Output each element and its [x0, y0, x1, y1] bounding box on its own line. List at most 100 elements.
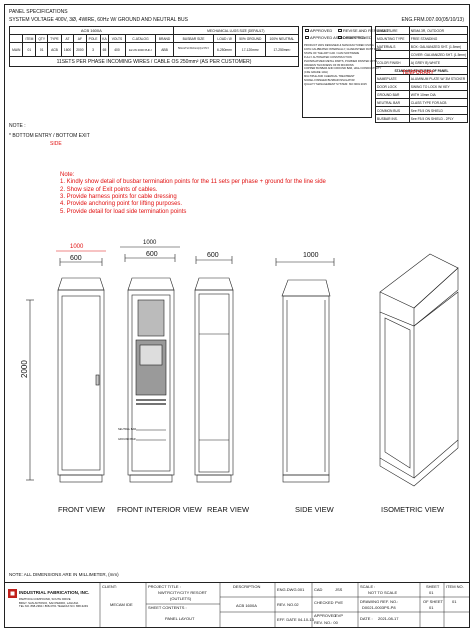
checked-value: PVE: [335, 600, 344, 605]
project-title-2: (OUTLETS): [170, 596, 192, 601]
note-item: 2. Show size of Exit points of cables.: [60, 186, 158, 193]
company-address: PAMTOOA COMPOUND, SOUTH DRIVE BRGY. SAN …: [19, 597, 88, 609]
eng-dwg: ENG.DWG.001: [277, 587, 305, 592]
address-line: PAMTOOA COMPOUND, SOUTH DRIVE: [19, 597, 71, 601]
project-title-label: PROJECT TITLE :: [148, 584, 181, 589]
address-line: BRGY. SAN ANTONIO, SAN PEDRO, LAGUNA: [19, 600, 79, 605]
temporary-stamp: TEMPORARY: [402, 70, 434, 76]
approval-block: [302, 26, 372, 118]
isometric-drawing: [379, 253, 459, 487]
front-view-drawing: [56, 250, 106, 483]
side-view-drawing: [275, 258, 335, 483]
sheet-label: SHEET: [426, 584, 440, 589]
front-width: 600: [70, 255, 82, 262]
notes-block: Note: 1. Kindly show detail of busbar te…: [60, 172, 326, 216]
front-interior-drawing: [120, 246, 180, 483]
rear-width: 600: [207, 252, 219, 259]
notes-heading: Note:: [60, 172, 75, 178]
spec-data-row: MAIN 01 01 ACB 1600 2000 3 65 400 E2.2N …: [8, 42, 300, 57]
ground-bar-label: GROUND BAR: [118, 438, 136, 441]
system-voltage: SYSTEM VOLTAGE 400V, 3Ø, 4WIRE, 60Hz W/ …: [9, 17, 188, 23]
of-sheet-value: 01: [429, 605, 434, 610]
sheet-contents: PANEL LAYOUT: [165, 616, 195, 621]
client-label: CLIENT:: [102, 584, 117, 589]
note-item: 4. Provide anchoring point for lifting p…: [60, 201, 183, 208]
approved-as-corrected-checkbox[interactable]: APPROVED AS CORRECTED: [305, 35, 365, 41]
item-no-value: 01: [452, 599, 457, 604]
drawing-ref-value: D0021-0003PS-P8: [362, 605, 396, 610]
note-label: NOTE :: [9, 123, 26, 129]
front-interior-view-label: FRONT INTERIOR VIEW: [117, 505, 202, 514]
cell-volts: 400: [108, 42, 126, 57]
approval-note: (CFE GRADE 1/2H): [304, 71, 328, 75]
date-label: DATE :: [360, 616, 373, 621]
approval-note: FULLY AUTOMATED CONSTRUCTION: [304, 55, 352, 59]
approval-note: STATE OF THE ART CAD / CAM SOFTWARE: [304, 51, 360, 55]
rev-value: REV. NO.: 00: [314, 620, 338, 625]
scale-label: SCALE :: [360, 584, 376, 589]
approval-notes: PRODUCT WAS DESIGNED & MANUFACTURED USIN…: [304, 44, 381, 87]
units-note: NOTE: ALL DIMENSIONS ARE IN MILLIMETER, …: [9, 572, 119, 577]
eff-date: EFF. DATE 04-10-13: [277, 617, 314, 622]
address-line: TEL NO. 868-2994 / 868-3701 TELEFAX NO. …: [19, 604, 88, 609]
approval-note: MULTIPLE AND CHEMICAL TREATMENT: [304, 75, 355, 79]
checked-label: CHECKED: [314, 600, 334, 605]
title-block: [4, 582, 470, 628]
enc-val: See F5.5 ON SHIELD - 2PLY: [408, 114, 469, 123]
side-view-label: SIDE VIEW: [295, 505, 334, 514]
revise-resubmit-label: REVISE AND RESUBMIT: [343, 28, 389, 33]
note-item: 5. Provide detail for load side terminat…: [60, 208, 187, 215]
side-note: SIDE: [50, 141, 62, 147]
isometric-view-label: ISOMETRIC VIEW: [381, 505, 444, 514]
project-title-1: NWTRCITY/CITY RESORT: [158, 590, 207, 595]
front-view-label: FRONT VIEW: [58, 505, 105, 514]
entry-note: * BOTTOM ENTRY / BOTTOM EXIT: [9, 133, 90, 139]
disapproved-checkbox[interactable]: DISAPPROVED: [338, 35, 372, 41]
form-number: ENG.FRM.007.00(05/10/13): [401, 17, 464, 23]
of-sheet-label: OF SHEET: [423, 599, 444, 604]
sheet-contents-label: SHEET CONTENTS :: [148, 605, 187, 610]
interior-width: 600: [146, 251, 158, 258]
description-label: DESCRIPTION: [233, 584, 261, 589]
disapproved-label: DISAPPROVED: [343, 35, 372, 40]
date-value: 2021-08-17: [378, 616, 399, 621]
side-depth: 1000: [303, 252, 319, 259]
rev-no: REV. NO.02: [277, 602, 299, 607]
client-value: MECAM IDE: [110, 602, 133, 607]
revise-resubmit-checkbox[interactable]: REVISE AND RESUBMIT: [338, 28, 389, 34]
interior-width-1000: 1000: [143, 240, 157, 246]
approval-note: 100% CALIBRATED INTERNALLY, GUARANTEED R…: [304, 47, 382, 51]
approval-note: COPPER BUSBAR AND CROUND BAR, HIGH CONDU…: [304, 67, 382, 71]
approval-note: QUALITY MANAGEMENT SYSTEM: ISO 9001:2015: [304, 83, 367, 87]
note-item: 1. Kindly show detail of busbar terminat…: [60, 179, 326, 186]
note-item: 3. Provide harness points for cable dres…: [60, 193, 177, 200]
company-name: INDUSTRIAL FABRICATION, INC.: [19, 590, 90, 595]
approval-note: NICKEL FINISHED BUSBAR INSULATOR: [304, 79, 355, 83]
rear-view-label: REAR VIEW: [207, 505, 250, 514]
neutral-bar-label: NEUTRAL BAR: [118, 428, 137, 431]
approval-note: PHOSPHATIZED METAL PARTS, POWDER PAINTED…: [304, 59, 377, 63]
company-logo-icon: [8, 589, 17, 598]
approval-note: PRODUCT WAS DESIGNED & MANUFACTURED USIN…: [304, 44, 374, 47]
approved-label: APPROVED: [310, 28, 333, 33]
cad-label: CAD: [314, 587, 323, 592]
scale-value: NOT TO SCALE: [368, 590, 398, 595]
panel-spec-title: PANEL SPECIFICATIONS: [9, 9, 68, 15]
approved-checkbox[interactable]: APPROVED: [305, 28, 333, 34]
rear-view-drawing: [194, 256, 234, 483]
item-no-label: ITEM NO.: [446, 584, 464, 589]
approval-note: ORAWAN THICKNESS OF 80 MICRONS: [304, 63, 354, 67]
drawing-ref-label: DRAWING REF. NO.:: [360, 599, 399, 604]
approved-as-corrected-label: APPROVED AS CORRECTED: [310, 35, 365, 40]
approved-label-tb: APPROVED: [314, 613, 337, 618]
cad-value: JSS: [335, 587, 343, 592]
approved-value: EVP: [335, 613, 344, 618]
sheet-value: 01: [429, 590, 434, 595]
spec-table: ACB 1600A MECHANICAL LUGS SIZE (DEFAULT)…: [8, 26, 300, 67]
description-value: ACB 1600A: [236, 603, 257, 608]
front-width-red: 1000: [70, 244, 84, 250]
incoming-wires-note: 11SETS PER PHASE INCOMING WIRES / CABLE …: [9, 56, 299, 67]
